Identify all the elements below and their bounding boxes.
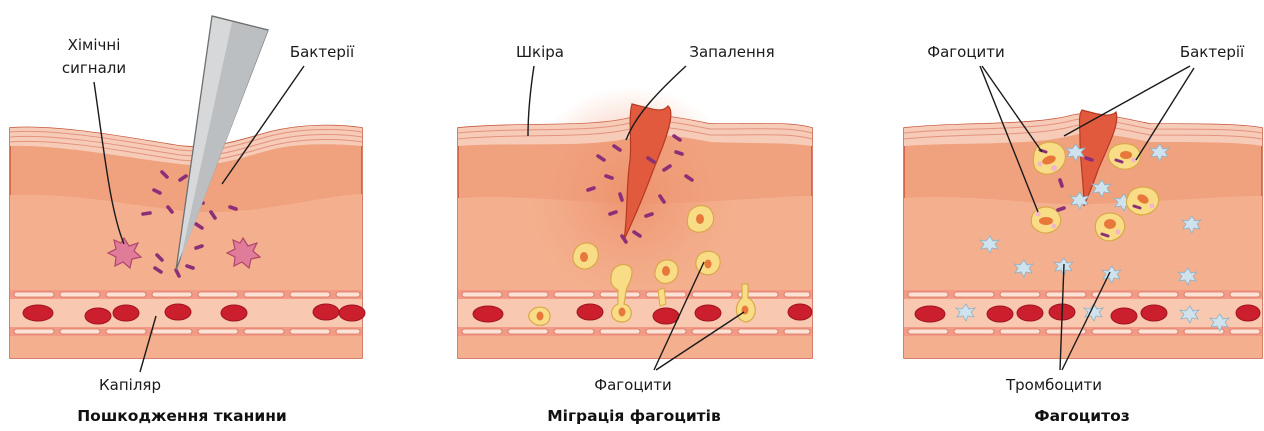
label-inflammation: Запалення <box>689 43 774 61</box>
label-platelets: Тромбоцити <box>1005 376 1102 394</box>
panel-tissue-damage: Хімічні сигнали Бактерії Капіляр Пошкодж… <box>10 16 365 425</box>
panel-phagocyte-migration: Шкіра Запалення Фагоцити Міграція фагоци… <box>458 43 812 425</box>
label-chemical-signals-line2: сигнали <box>62 59 126 77</box>
label-bacteria-1: Бактерії <box>290 43 355 61</box>
caption-phagocytosis: Фагоцитоз <box>1034 407 1130 425</box>
label-capillary: Капіляр <box>99 376 161 394</box>
label-bacteria-2: Бактерії <box>1180 43 1245 61</box>
label-phagocytes-1: Фагоцити <box>594 376 672 394</box>
caption-tissue-damage: Пошкодження тканини <box>77 407 287 425</box>
label-phagocytes-2: Фагоцити <box>927 43 1005 61</box>
caption-phagocyte-migration: Міграція фагоцитів <box>547 407 721 425</box>
label-skin: Шкіра <box>516 43 564 61</box>
label-chemical-signals-line1: Хімічні <box>68 36 121 54</box>
panel-phagocytosis: Фагоцити Бактерії Тромбоцити Фагоцитоз <box>904 43 1262 425</box>
